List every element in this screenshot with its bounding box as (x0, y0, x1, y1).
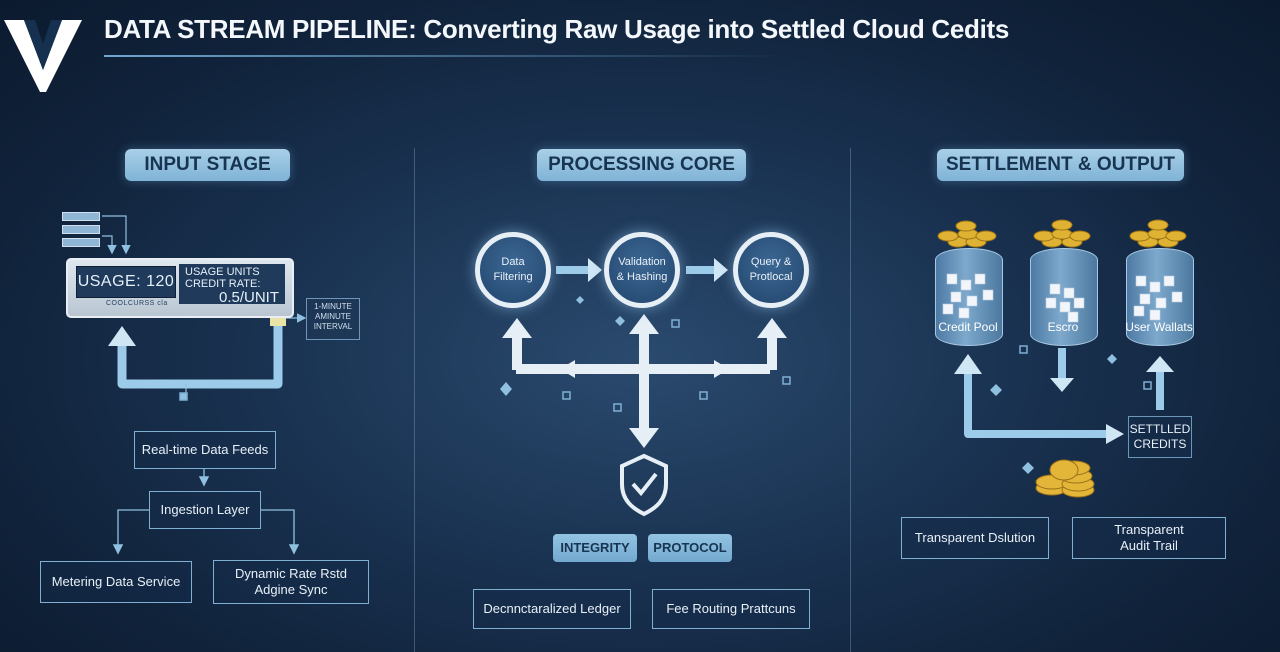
metering-service-box: Metering Data Service (40, 561, 192, 603)
dynamic-rate-line: Dynamic Rate Rstd (235, 566, 347, 581)
dynamic-rate-line: Adgine Sync (254, 582, 328, 597)
usage-meter-panel: USAGE: 120 USAGE UNITS CREDIT RATE: 0.5/… (66, 258, 294, 318)
brand-logo (4, 20, 82, 92)
interval-line: 1-MINUTE (314, 302, 352, 311)
query-protocol-node: Query & Protlocal (733, 232, 809, 308)
node-line: & Hashing (616, 271, 668, 283)
panel-footer-text: COOLCURSS cla (106, 300, 168, 307)
server-stack-icon (62, 212, 100, 247)
feedback-loop-head (108, 326, 136, 346)
data-cube-icon (942, 273, 1183, 323)
distribution-box: Transparent Dslution (901, 517, 1049, 559)
node-line: Data (501, 256, 525, 268)
audit-line: Audit Trail (1120, 538, 1178, 553)
interval-line: INTERVAL (313, 322, 353, 331)
stack-connector (102, 215, 131, 255)
settlement-flow-arrows (964, 348, 1164, 438)
page-title: DATA STREAM PIPELINE: Converting Raw Usa… (104, 14, 1010, 44)
credit-rate-label: CREDIT RATE: (185, 278, 261, 290)
rate-readout: USAGE UNITS CREDIT RATE: 0.5/UNIT (179, 264, 285, 306)
settlement-heading: SETTLEMENT & OUTPUT (937, 149, 1184, 181)
credit-rate-value: 0.5/UNIT (218, 289, 279, 306)
escrow-label: Escro (1047, 320, 1079, 334)
protocol-tag: PROTOCOL (648, 534, 732, 562)
node-line: Filtering (493, 271, 533, 283)
fee-routing-box: Fee Routing Prattcuns (652, 589, 810, 629)
coin-pile-icon (1035, 459, 1095, 498)
node-link-arrow (556, 258, 728, 282)
ingestion-layer-box: Ingestion Layer (149, 491, 261, 529)
ledger-box: Decnnctaralized Ledger (473, 589, 631, 629)
distribution-arrows (502, 314, 787, 448)
column-divider (414, 148, 415, 652)
feedback-loop-arrow (117, 316, 283, 389)
interval-badge: 1-MINUTE AMINUTE INTERVAL (306, 298, 360, 340)
audit-trail-box: Transparent Audit Trail (1072, 517, 1226, 559)
processing-core-heading: PROCESSING CORE (537, 149, 746, 181)
credit-pool-label: Credit Pool (938, 320, 998, 334)
user-wallets-label: User Wallats (1125, 320, 1193, 334)
node-line: Protlocal (749, 271, 793, 283)
node-line: Query & (750, 256, 792, 268)
gold-coin-stack-icon (937, 219, 1187, 248)
title-underline (104, 55, 784, 57)
column-divider (850, 148, 851, 652)
integrity-tag: INTEGRITY (553, 534, 637, 562)
usage-units-label: USAGE UNITS (185, 266, 260, 278)
dynamic-rate-box: Dynamic Rate Rstd Adgine Sync (213, 560, 369, 604)
settled-credits-box: SETTLLED CREDITS (1128, 416, 1192, 458)
input-stage-heading: INPUT STAGE (125, 149, 290, 181)
shield-icon (620, 453, 668, 517)
realtime-feeds-box: Real-time Data Feeds (134, 431, 276, 469)
settled-line: CREDITS (1133, 437, 1187, 451)
validation-hashing-node: Validation & Hashing (604, 232, 680, 308)
interval-line: AMINUTE (315, 312, 351, 321)
settled-line: SETTLLED (1129, 422, 1191, 436)
usage-readout: USAGE: 120 (76, 266, 176, 298)
node-line: Validation (618, 256, 666, 268)
audit-line: Transparent (1114, 522, 1184, 537)
